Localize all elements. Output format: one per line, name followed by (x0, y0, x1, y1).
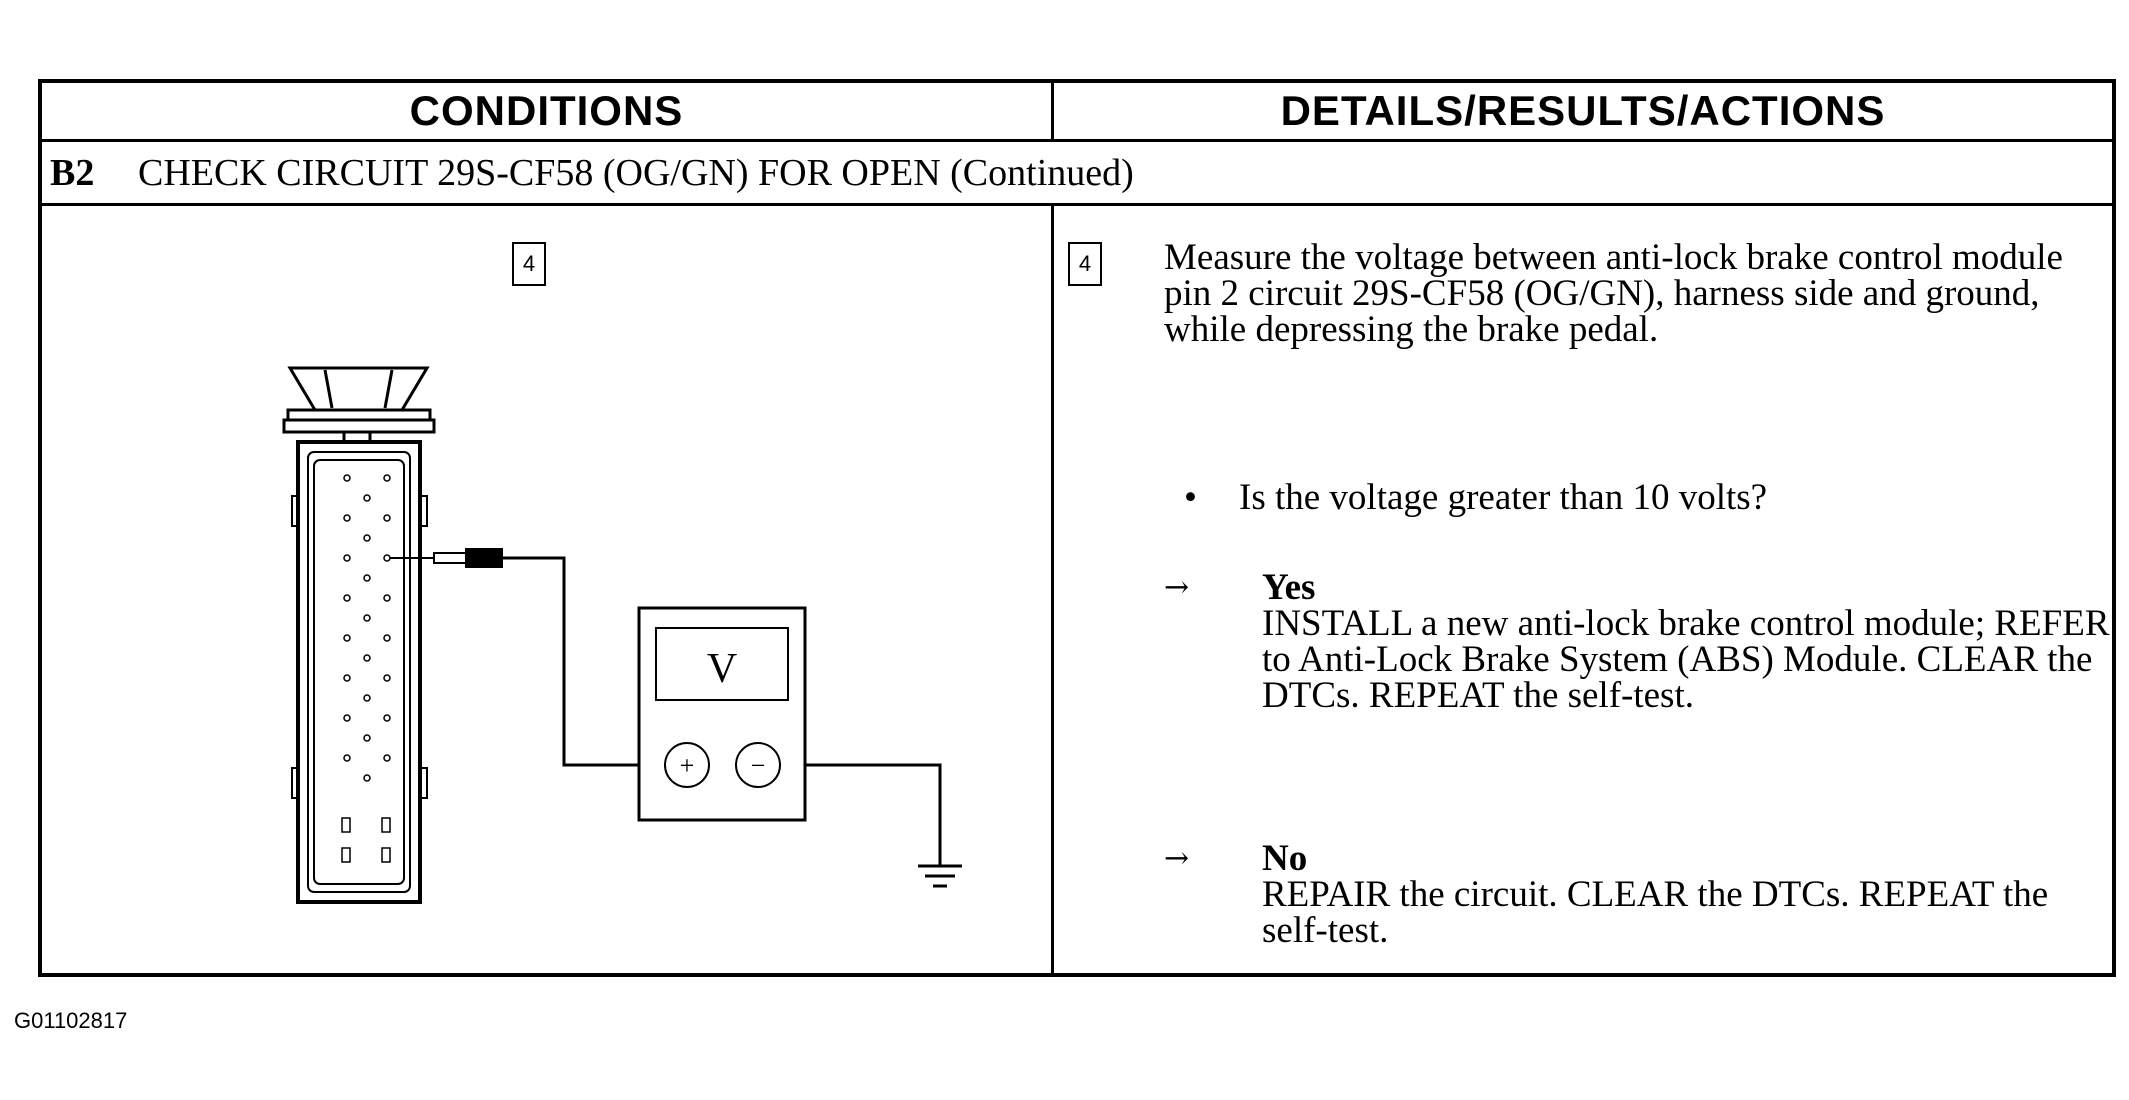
instruction-text: Measure the voltage between anti-lock br… (1164, 237, 2063, 350)
yes-label: Yes (1262, 567, 1316, 608)
connector-latch (282, 366, 436, 444)
diagnostic-table: CONDITIONS DETAILS/RESULTS/ACTIONS B2 CH… (38, 79, 2116, 977)
meter-leads (502, 556, 942, 866)
conditions-cell: 4 (42, 206, 1054, 973)
voltmeter (637, 606, 807, 822)
step-id: B2 (50, 151, 95, 194)
test-probe (390, 548, 503, 568)
positive-terminal-label: + (680, 751, 695, 780)
right-arrow-icon: → (1164, 570, 1190, 605)
bullet-icon: • (1184, 477, 1197, 518)
question-text: Is the voltage greater than 10 volts? (1239, 477, 1768, 518)
no-action-text: REPAIR the circuit. CLEAR the DTCs. REPE… (1262, 874, 2049, 951)
no-label: No (1262, 838, 1308, 879)
details-header: DETAILS/RESULTS/ACTIONS (1280, 87, 1886, 134)
yes-answer: → Yes INSTALL a new anti-lock brake cont… (1164, 567, 2114, 716)
details-cell: 4 Measure the voltage between anti-lock … (1054, 206, 2112, 973)
table-header-row: CONDITIONS DETAILS/RESULTS/ACTIONS (42, 83, 2112, 142)
yes-action-text: INSTALL a new anti-lock brake control mo… (1262, 603, 2110, 716)
negative-terminal-label: − (751, 751, 766, 780)
connector-pins (341, 474, 391, 863)
connector-test-diagram: V + − (282, 366, 962, 904)
step-title: CHECK CIRCUIT 29S-CF58 (OG/GN) FOR OPEN … (138, 151, 1134, 194)
right-arrow-icon: → (1164, 841, 1190, 876)
conditions-step-number: 4 (512, 242, 546, 286)
connector-body (291, 440, 428, 904)
question-line: • Is the voltage greater than 10 volts? (1164, 476, 2104, 519)
conditions-header: CONDITIONS (42, 83, 1054, 139)
step-title-row: B2 CHECK CIRCUIT 29S-CF58 (OG/GN) FOR OP… (42, 142, 2112, 206)
ground-icon (918, 864, 962, 888)
figure-code: G01102817 (14, 1008, 128, 1033)
no-answer: → No REPAIR the circuit. CLEAR the DTCs.… (1164, 838, 2114, 951)
voltmeter-display-label: V (707, 646, 737, 692)
details-step-number: 4 (1068, 242, 1102, 286)
